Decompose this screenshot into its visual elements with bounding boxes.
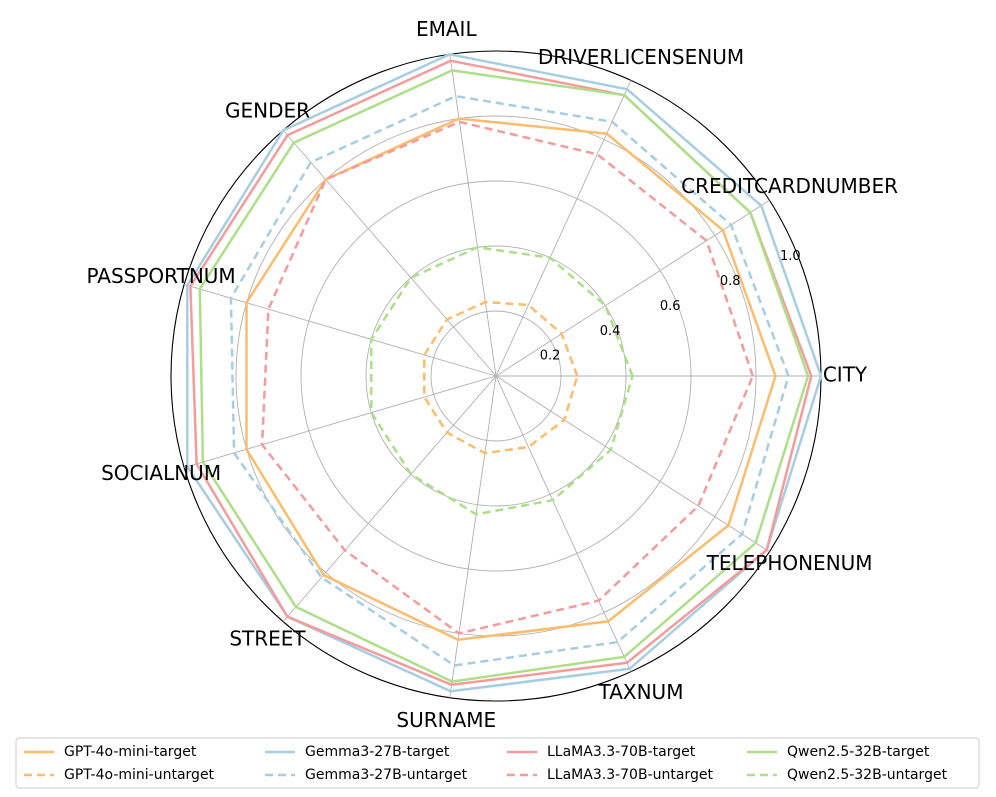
legend-label: Qwen2.5-32B-untarget [787, 767, 948, 783]
spoke-line [495, 375, 770, 553]
series-gpt-4o-mini-untarget [423, 300, 579, 455]
series-qwen2-5-32b-target [198, 69, 810, 683]
axis-label-telephonenum: TELEPHONENUM [706, 551, 873, 575]
legend-label: GPT-4o-mini-untarget [64, 767, 215, 783]
legend-box [15, 737, 980, 789]
spoke-line [184, 284, 497, 377]
axis-label-socialnum: SOCIALNUM [101, 461, 221, 485]
axis-label-email: EMAIL [416, 17, 477, 41]
radial-tick-label: 1.0 [780, 249, 801, 264]
legend-label: LLaMA3.3-70B-untarget [547, 767, 713, 783]
series-gemma3-27b-target [186, 53, 823, 693]
spoke-line [282, 375, 497, 622]
spoke-line [282, 130, 497, 377]
axis-label-driverlicensenum: DRIVERLICENSENUM [538, 45, 744, 69]
series-gpt-4o-mini-target [245, 117, 777, 642]
axis-label-creditcardnumber: CREDITCARDNUMBER [681, 174, 898, 198]
series-group [186, 53, 823, 693]
radial-tick-label: 0.2 [540, 349, 561, 364]
grid [170, 50, 822, 702]
axis-labels: CITY CREDITCARDNUMBER DRIVERLICENSENUM EMAI… [87, 17, 899, 732]
legend-label: LLaMA3.3-70B-target [547, 744, 696, 760]
radial-tick-label: 0.4 [600, 324, 621, 339]
series-llama3-3-70b-untarget [260, 120, 755, 635]
axis-label-surname: SURNAME [396, 708, 496, 732]
series-gemma3-27b-untarget [229, 94, 790, 667]
legend-label: Qwen2.5-32B-target [787, 744, 930, 760]
spoke-line [449, 375, 497, 698]
spoke-line [184, 375, 497, 468]
radial-tick-label: 0.8 [720, 274, 741, 289]
series-qwen2-5-32b-untarget [370, 246, 634, 516]
legend-label: Gemma3-27B-untarget [305, 767, 468, 783]
spoke-line [449, 54, 497, 377]
axis-label-city: CITY [823, 363, 868, 387]
axis-label-taxnum: TAXNUM [598, 680, 684, 704]
axis-label-passportnum: PASSPORTNUM [87, 264, 236, 288]
legend-label: GPT-4o-mini-target [64, 744, 197, 760]
spoke-line [495, 80, 632, 377]
radial-tick-label: 0.6 [660, 299, 681, 314]
axis-label-street: STREET [229, 626, 306, 650]
radial-ticks: 0.2 0.4 0.6 0.8 1.0 [540, 249, 801, 364]
legend-label: Gemma3-27B-target [305, 744, 450, 760]
axis-label-gender: GENDER [225, 99, 310, 123]
